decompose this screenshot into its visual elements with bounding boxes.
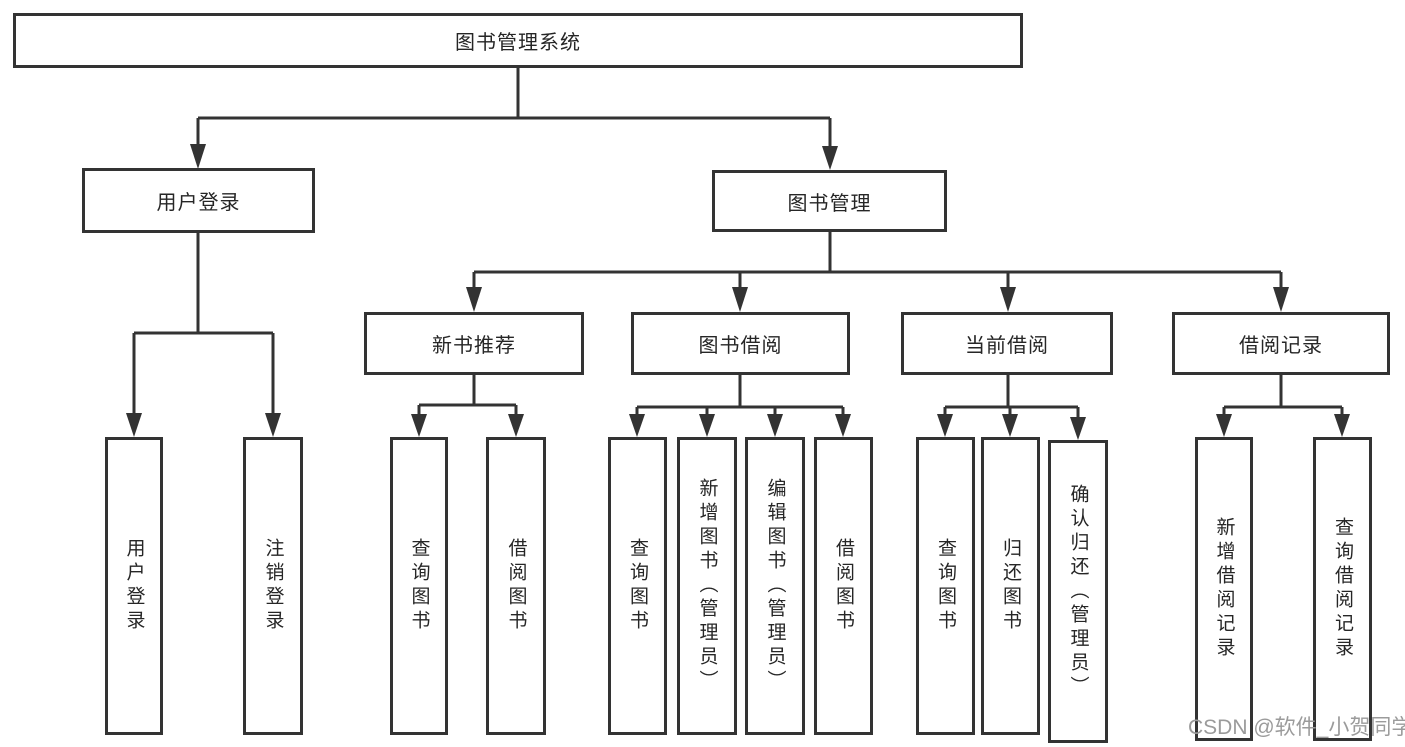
leaf-cb-confirm-return-admin-label: 确认归还（管理员）: [1067, 483, 1089, 700]
node-book-management: 图书管理: [712, 170, 947, 232]
leaf-bb-borrow-books: 借阅图书: [814, 437, 873, 735]
node-current-borrow: 当前借阅: [901, 312, 1113, 375]
node-new-book-recommend: 新书推荐: [364, 312, 584, 375]
connector-current-borrow-children: [937, 375, 1086, 440]
connector-book-borrow-children: [629, 375, 851, 437]
leaf-user-login: 用户登录: [105, 437, 163, 735]
leaf-cb-confirm-return-admin: 确认归还（管理员）: [1048, 440, 1108, 743]
leaf-br-query-record-label: 查询借阅记录: [1332, 517, 1353, 661]
leaf-cb-query-books-label: 查询图书: [935, 538, 956, 634]
leaf-nb-borrow-books-label: 借阅图书: [505, 538, 527, 634]
leaf-cb-return-books-label: 归还图书: [1000, 538, 1021, 634]
leaf-bb-borrow-books-label: 借阅图书: [833, 538, 854, 634]
leaf-cb-return-books: 归还图书: [981, 437, 1040, 735]
node-book-borrow: 图书借阅: [631, 312, 850, 375]
node-user-login: 用户登录: [82, 168, 315, 233]
node-borrow-records: 借阅记录: [1172, 312, 1390, 375]
leaf-bb-add-books-admin: 新增图书（管理员）: [677, 437, 737, 735]
node-new-book-recommend-label: 新书推荐: [432, 335, 516, 357]
leaf-user-login-label: 用户登录: [123, 538, 145, 634]
leaf-bb-edit-books-admin: 编辑图书（管理员）: [745, 437, 805, 735]
leaf-logout: 注销登录: [243, 437, 303, 735]
watermark: CSDN @软件_小贺同学: [1188, 716, 1405, 739]
leaf-logout-label: 注销登录: [262, 538, 284, 634]
node-book-borrow-label: 图书借阅: [698, 335, 783, 357]
node-current-borrow-label: 当前借阅: [965, 335, 1049, 357]
leaf-br-query-record: 查询借阅记录: [1313, 437, 1372, 741]
connector-user-login-children: [126, 233, 281, 437]
connector-borrow-records-children: [1216, 375, 1350, 437]
node-book-management-label: 图书管理: [787, 192, 872, 215]
leaf-nb-borrow-books: 借阅图书: [486, 437, 546, 735]
leaf-nb-query-books-label: 查询图书: [408, 538, 430, 634]
leaf-br-add-record: 新增借阅记录: [1195, 437, 1253, 741]
connector-new-book-children: [411, 375, 524, 437]
node-root-label: 图书管理系统: [455, 32, 581, 54]
leaf-nb-query-books: 查询图书: [390, 437, 448, 735]
leaf-cb-query-books: 查询图书: [916, 437, 975, 735]
node-borrow-records-label: 借阅记录: [1239, 335, 1323, 357]
leaf-bb-edit-books-admin-label: 编辑图书（管理员）: [764, 478, 786, 694]
connector-root-to-level2: [190, 68, 838, 170]
connector-book-management-children: [466, 232, 1289, 312]
leaf-bb-add-books-admin-label: 新增图书（管理员）: [696, 478, 718, 694]
node-root: 图书管理系统: [13, 13, 1023, 68]
leaf-br-add-record-label: 新增借阅记录: [1213, 517, 1235, 661]
leaf-bb-query-books-label: 查询图书: [627, 538, 648, 634]
leaf-bb-query-books: 查询图书: [608, 437, 667, 735]
node-user-login-label: 用户登录: [156, 192, 241, 214]
